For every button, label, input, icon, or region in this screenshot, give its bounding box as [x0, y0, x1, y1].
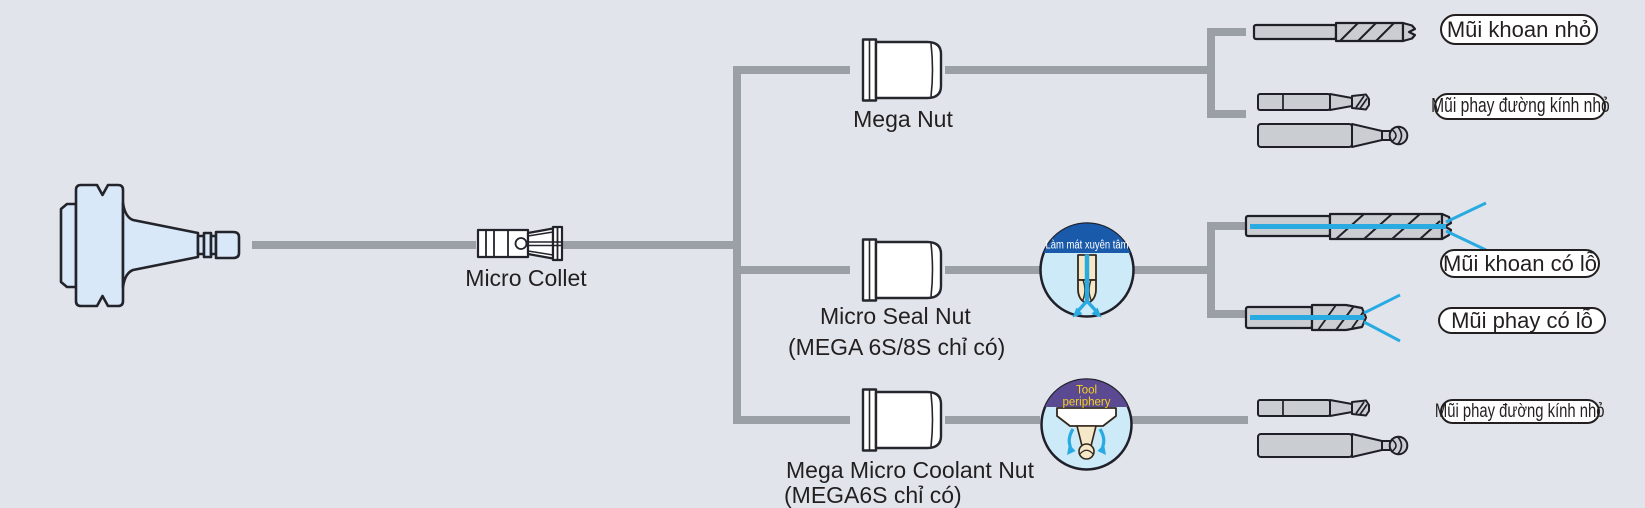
badge-band — [1043, 223, 1131, 253]
callout-small-drill: Mũi khoan nhỏ — [1440, 14, 1598, 45]
coolant-spray-lines — [1445, 201, 1487, 252]
callout-small-diameter-mill-top-text: Mũi phay đường kính nhỏ — [1430, 95, 1610, 117]
mega-micro-coolant-nut-label: Mega Micro Coolant Nut — [786, 457, 1034, 483]
coolant-spray-lines — [1363, 293, 1401, 343]
callout-coolant-drill-text: Mũi khoan có lỗ — [1442, 250, 1598, 276]
coolant-endmill-icon — [1244, 293, 1401, 343]
mid-fork — [1207, 222, 1246, 318]
small-endmill-flat-icon — [1257, 93, 1370, 111]
tool-periphery-badge-text-line1: Tool — [1076, 385, 1097, 397]
holder-body — [59, 202, 78, 289]
micro-seal-nut-icon — [861, 238, 943, 302]
small-endmill-ball-icon — [1257, 123, 1409, 148]
coolant-drill-icon — [1244, 201, 1487, 252]
callout-small-diameter-mill-bottom: Mũi phay đường kính nhỏ — [1435, 399, 1605, 424]
callout-coolant-mill: Mũi phay có lỗ — [1438, 307, 1606, 334]
tool-periphery-badge-text-line2: periphery — [1063, 397, 1111, 409]
small-endmill-flat-icon-bottom — [1257, 399, 1370, 417]
periphery-arrow-left — [1067, 444, 1076, 455]
mega-micro-coolant-nut-sublabel: (MEGA6S chỉ có) — [784, 482, 962, 508]
holder-flange — [74, 183, 125, 308]
badge-nut — [1056, 407, 1117, 427]
mega-nut-icon — [861, 38, 943, 102]
small-endmill-ball-icon-bottom — [1257, 433, 1409, 458]
top-fork — [1207, 28, 1246, 118]
mega-micro-coolant-nut-icon — [861, 388, 943, 452]
callout-coolant-drill: Mũi khoan có lỗ — [1440, 249, 1600, 278]
holder-pilot — [214, 230, 241, 260]
mega-nut-label: Mega Nut — [853, 106, 953, 132]
coolant-arrow-right — [1091, 307, 1102, 318]
through-coolant-badge-icon: Làm mát xuyên tâm — [1039, 222, 1135, 318]
coolant-arrow-left — [1072, 307, 1083, 318]
micro-collet-icon — [476, 225, 564, 262]
callout-small-diameter-mill-bottom-text: Mũi phay đường kính nhỏ — [1435, 400, 1605, 422]
periphery-arrow-right — [1097, 444, 1106, 455]
tool-periphery-badge-icon: Tool periphery — [1040, 378, 1133, 471]
callout-small-drill-text: Mũi khoan nhỏ — [1446, 16, 1592, 42]
callout-small-diameter-mill-top: Mũi phay đường kính nhỏ — [1431, 93, 1609, 120]
small-drill-icon — [1252, 21, 1417, 43]
micro-seal-nut-label: Micro Seal Nut — [820, 303, 971, 329]
badge-band — [1045, 379, 1128, 407]
through-coolant-badge-text: Làm mát xuyên tâm — [1046, 240, 1129, 252]
callout-coolant-mill-text: Mũi phay có lỗ — [1451, 307, 1593, 333]
tool-holder-icon — [59, 183, 241, 308]
micro-collet-label: Micro Collet — [465, 265, 587, 291]
micro-seal-nut-sublabel: (MEGA 6S/8S chỉ có) — [788, 334, 1006, 360]
holder-taper — [121, 201, 200, 289]
